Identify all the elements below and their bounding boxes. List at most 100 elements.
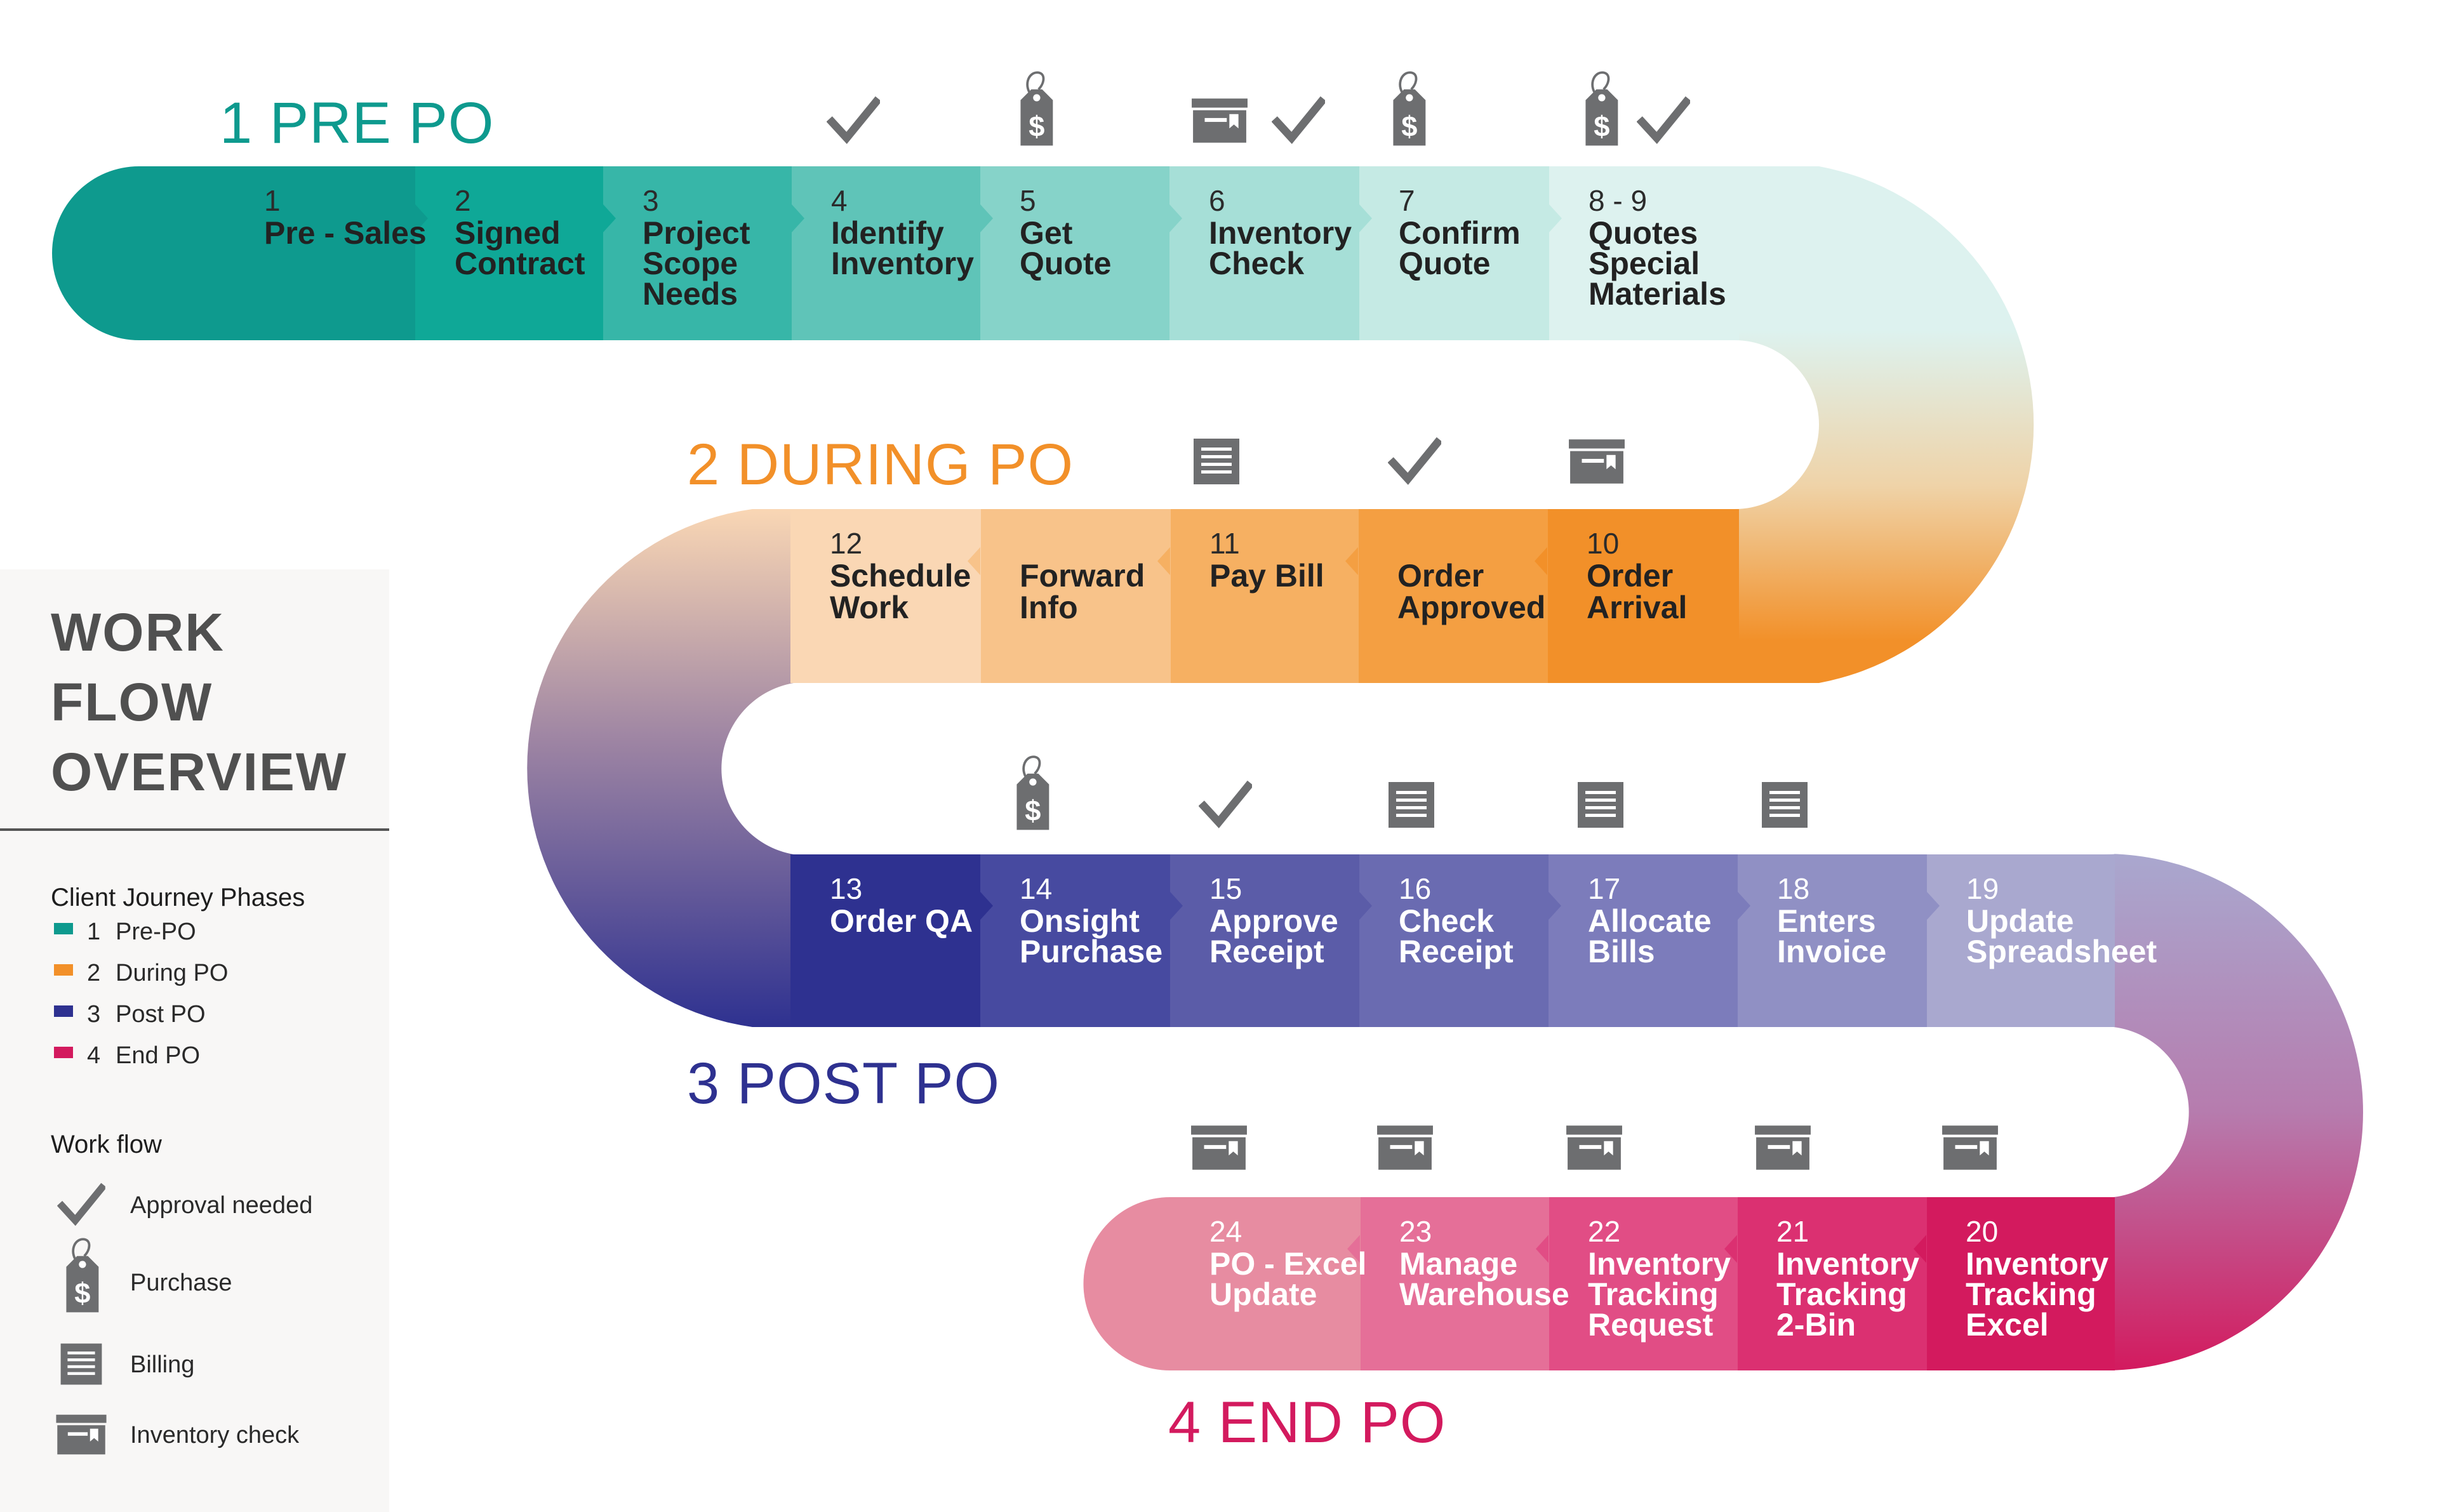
step-14-segment (980, 854, 1171, 1027)
step-number: 24 (1209, 1215, 1242, 1248)
billing-icon (1389, 782, 1434, 828)
step-label-line: Inventory (1209, 215, 1352, 251)
chevron-arrow (1536, 1235, 1549, 1263)
step-label-line: Excel (1966, 1307, 2049, 1343)
step-label-line: Needs (643, 276, 738, 312)
step-label-line: Project (643, 215, 750, 251)
step-label-line: PO - Excel (1209, 1246, 1366, 1282)
step-15-segment (1170, 854, 1360, 1027)
step-label-line: Receipt (1399, 934, 1514, 969)
check-icon (1204, 786, 1248, 823)
workflow-ribbon (52, 166, 2363, 1370)
legend-swatch (54, 1005, 73, 1017)
step-label-line: Allocate (1588, 903, 1712, 939)
step-label-line: Order (1397, 558, 1484, 594)
step-label-line: Signed (455, 215, 561, 251)
step-1-segment (225, 166, 416, 340)
step-number: 5 (1020, 184, 1036, 217)
legend-phase-label: Pre-PO (116, 918, 196, 945)
step-label-line: Approve (1209, 903, 1338, 939)
step-number: 15 (1209, 872, 1242, 905)
inventory-icon (1569, 439, 1625, 484)
chevron-arrow (1738, 892, 1750, 920)
chevron-arrow (415, 204, 428, 232)
billing-icon (1762, 782, 1808, 828)
step-label-line: Schedule (830, 558, 971, 594)
step-label-line: Order (1587, 558, 1673, 594)
step-label-line: Contract (455, 246, 585, 281)
step-number: 11 (1209, 527, 1240, 560)
chevron-arrow (1914, 1235, 1926, 1263)
inventory-icon (1755, 1125, 1811, 1170)
step-10-segment (1547, 509, 1739, 683)
legend-workflow-label: Approval needed (130, 1192, 312, 1219)
step-number: 19 (1966, 872, 1999, 905)
step-label-line: Tracking (1776, 1277, 1907, 1312)
step-label-line: Purchase (1020, 934, 1162, 969)
step-label-line: Inventory (1588, 1246, 1731, 1282)
legend-swatch (54, 923, 73, 934)
check-icon (832, 102, 876, 138)
step-label-line: Inventory (831, 246, 974, 281)
step-label-line: Spreadsheet (1966, 934, 2157, 969)
step-number: 13 (830, 872, 862, 905)
inventory-icon (1192, 98, 1248, 143)
ribbon-bend-3 (2105, 854, 2363, 1370)
step-number: 8 - 9 (1589, 184, 1647, 217)
step-label-line: Identify (831, 215, 944, 251)
legend-workflow-list: Approval neededPurchaseBillingInventory … (56, 1188, 312, 1455)
step-label-line: Scope (643, 246, 738, 281)
step-20-segment (1926, 1197, 2115, 1370)
step-22-segment (1549, 1197, 1738, 1370)
chevron-arrow (1169, 204, 1182, 232)
legend-panel: WORK FLOW OVERVIEW Client Journey Phases… (0, 569, 389, 1512)
chevron-arrow (1927, 892, 1940, 920)
legend-title-line-3: OVERVIEW (51, 742, 347, 802)
step-label-line: Special (1589, 246, 1700, 281)
step-label-line: Forward (1020, 558, 1145, 594)
legend-divider (0, 828, 389, 831)
step-number: 22 (1588, 1215, 1620, 1248)
step-number: 2 (455, 184, 471, 217)
step-17-segment (1549, 854, 1738, 1027)
legend-workflow-label: Billing (130, 1351, 194, 1378)
step-label-line: Warehouse (1399, 1277, 1569, 1312)
step-label-line: Pay Bill (1209, 558, 1324, 594)
step-label-line: Update (1966, 903, 2074, 939)
step-label-line: Tracking (1966, 1277, 2096, 1312)
step-label-line: 2-Bin (1776, 1307, 1856, 1343)
inventory-icon (1191, 1125, 1247, 1170)
step-21-segment (1737, 1197, 1927, 1370)
step-label-line: Quotes (1589, 215, 1698, 251)
step-4-segment (792, 166, 981, 340)
step-label-line: Check (1209, 246, 1304, 281)
chevron-arrow (603, 204, 616, 232)
legend-title-line-1: WORK (51, 602, 225, 662)
step-5-segment (980, 166, 1170, 340)
legend-phases-heading: Client Journey Phases (51, 884, 305, 912)
step-number: 1 (264, 184, 281, 217)
step-number: 4 (831, 184, 848, 217)
inventory-icon (1942, 1125, 1998, 1170)
step-label-line: Tracking (1588, 1277, 1719, 1312)
billing-icon (1578, 782, 1623, 828)
step-number: 14 (1020, 872, 1052, 905)
ribbon-start-cap (52, 166, 225, 340)
step-number: 16 (1399, 872, 1431, 905)
legend-workflow-heading: Work flow (51, 1131, 162, 1158)
step-label-line: Quote (1020, 246, 1111, 281)
